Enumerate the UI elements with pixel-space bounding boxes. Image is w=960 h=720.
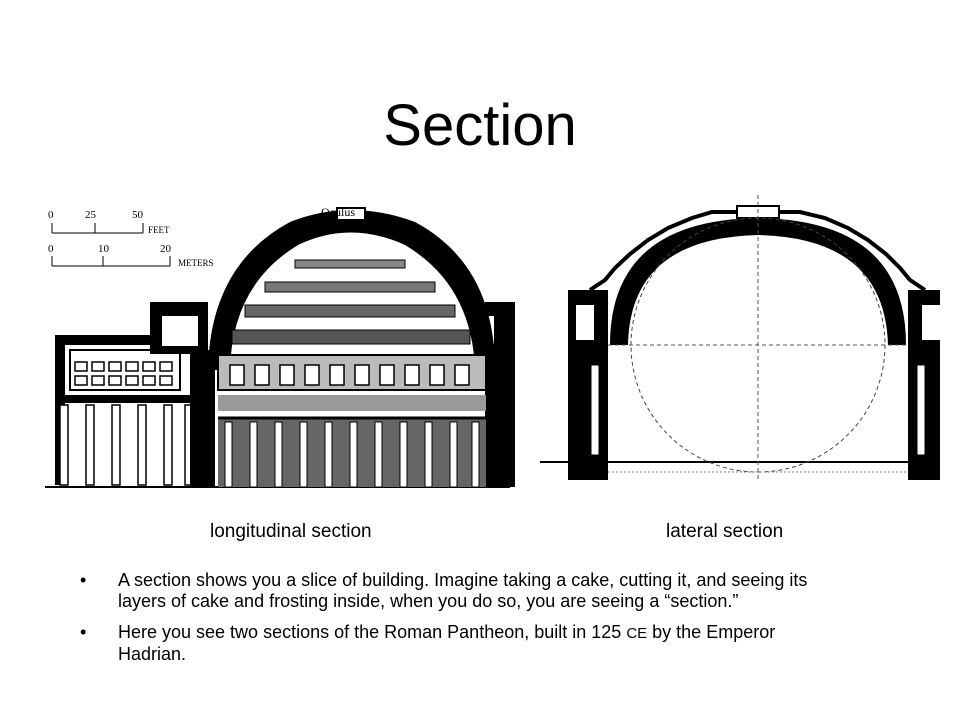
bullet-marker: • — [80, 570, 87, 590]
scale-bar: 0 25 50 FEET 0 10 20 METERS — [48, 209, 214, 268]
caption-longitudinal-section: longitudinal section — [210, 521, 372, 542]
caption-lateral-section: lateral section — [666, 521, 784, 542]
bullet-item-pantheon: • Here you see two sections of the Roman… — [80, 622, 840, 665]
scale-feet-unit: FEET — [148, 225, 170, 235]
scale-feet-0: 0 — [48, 209, 54, 221]
pantheon-sections-figure: 0 25 50 FEET 0 10 20 METERS — [40, 190, 940, 495]
scale-feet-25: 25 — [85, 209, 97, 221]
scale-m-20: 20 — [160, 243, 172, 255]
bullet-text-pre: Here you see two sections of the Roman P… — [118, 622, 627, 642]
bullet-marker: • — [80, 622, 87, 642]
bullet-list: • A section shows you a slice of buildin… — [80, 570, 840, 675]
scale-feet-50: 50 — [132, 209, 144, 221]
scale-meter-unit: METERS — [178, 258, 214, 268]
bullet-item-section-definition: • A section shows you a slice of buildin… — [80, 570, 840, 612]
longitudinal-section-drawing: Oculus — [45, 205, 515, 488]
scale-m-10: 10 — [98, 243, 110, 255]
slide-title: Section — [383, 93, 577, 158]
bullet-text-post: by the Emperor Hadrian. — [118, 622, 776, 664]
scale-m-0: 0 — [48, 243, 54, 255]
bullet-text: A section shows you a slice of building.… — [118, 570, 808, 611]
pantheon-drawing: 0 25 50 FEET 0 10 20 METERS — [45, 195, 940, 488]
bullet-text-era: CE — [626, 625, 648, 642]
oculus-label: Oculus — [321, 205, 355, 219]
lateral-section-drawing — [540, 195, 940, 480]
